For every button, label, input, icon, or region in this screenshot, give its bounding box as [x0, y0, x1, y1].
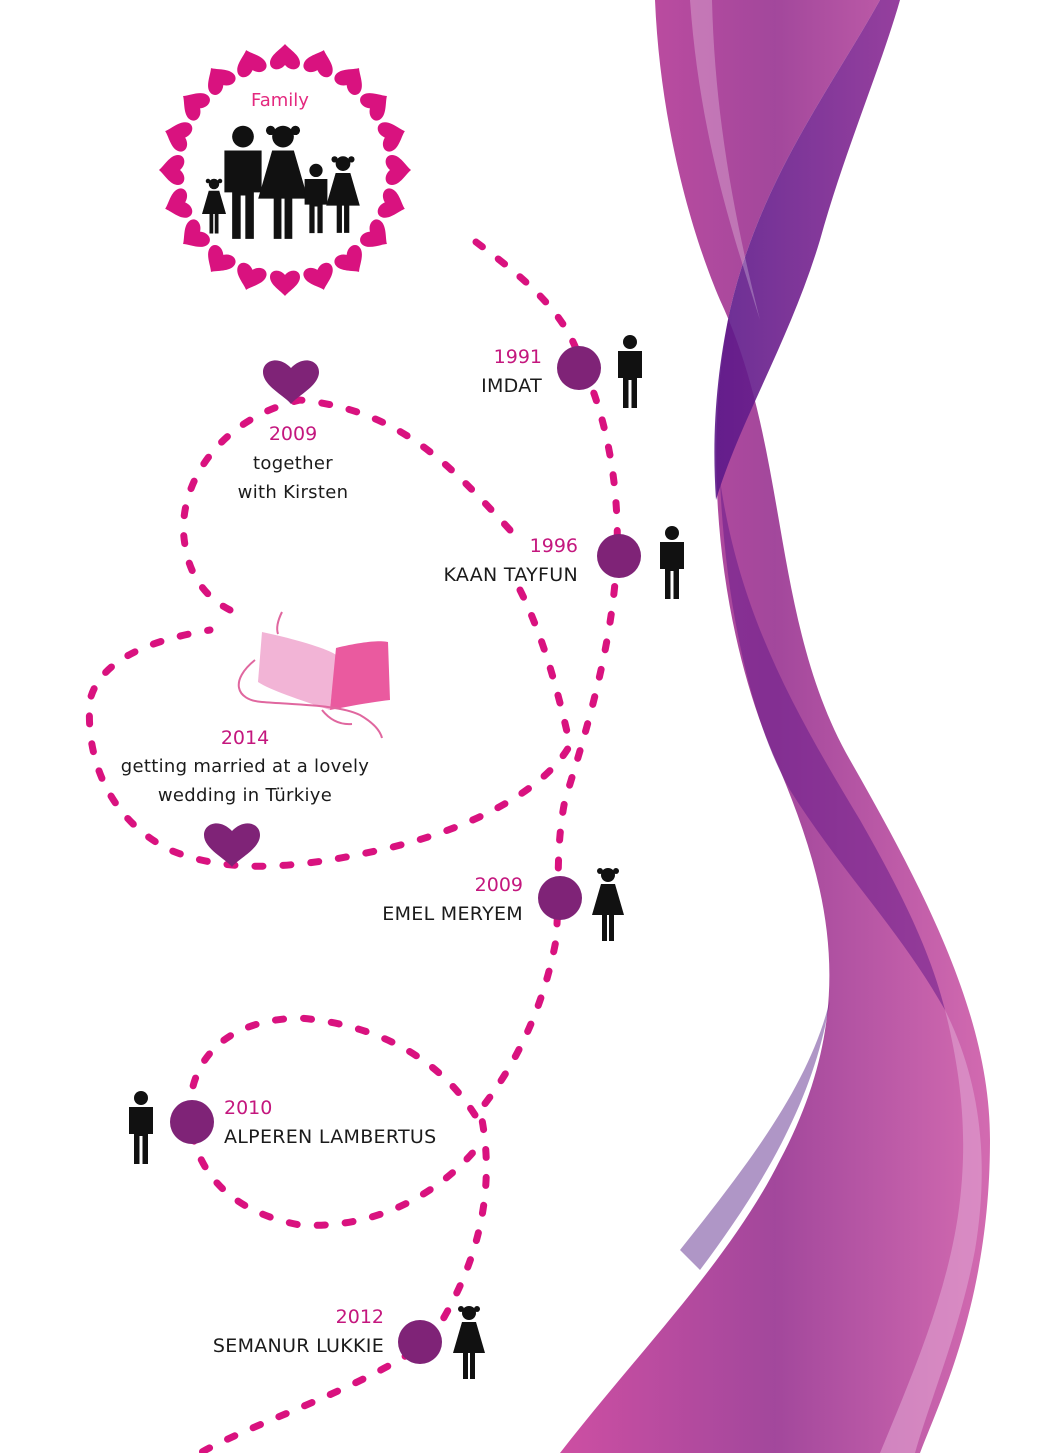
girl-icon: [453, 1306, 485, 1379]
event-label-line2: wedding in Türkiye: [157, 785, 333, 806]
event-label: SEMANUR LUKKIE: [212, 1335, 384, 1357]
heart-icon: [263, 360, 319, 404]
boy-icon: [618, 335, 642, 408]
badge-petal: [301, 45, 339, 79]
badge-petal: [301, 261, 339, 295]
event-label-line2: with Kirsten: [237, 482, 349, 503]
badge-petal: [160, 116, 194, 154]
node-emel: [538, 876, 582, 920]
badge-petal: [160, 186, 194, 224]
family-badge: [159, 44, 411, 296]
event-label: ALPEREN LAMBERTUS: [224, 1126, 437, 1148]
wedding-ribbon-icon: [237, 611, 390, 739]
badge-petal: [376, 186, 410, 224]
path-kirsten-loop: [180, 396, 514, 614]
event-label: KAAN TAYFUN: [443, 564, 578, 586]
event-year: 2009: [474, 874, 523, 896]
boy-icon: [129, 1091, 153, 1164]
node-alperen: [170, 1100, 214, 1144]
node-semanur: [398, 1320, 442, 1364]
girl-icon: [592, 868, 624, 941]
badge-petal: [385, 155, 411, 185]
badge-petal: [270, 270, 300, 296]
path-wedding-loop: [85, 586, 574, 870]
node-imdat: [557, 346, 601, 390]
badge-petal: [231, 261, 269, 295]
event-year: 2012: [335, 1306, 384, 1328]
heart-icon: [204, 823, 260, 867]
event-year: 2010: [224, 1097, 273, 1119]
event-label-line1: getting married at a lovely: [120, 756, 370, 777]
badge-petal: [159, 155, 185, 185]
event-year: 2014: [220, 727, 270, 749]
badge-petal: [270, 44, 300, 70]
badge-petal: [231, 45, 269, 79]
badge-petal: [376, 116, 410, 154]
event-label: IMDAT: [481, 375, 542, 397]
family-badge-label: Family: [251, 90, 309, 111]
boy-icon: [660, 526, 684, 599]
event-year: 1991: [493, 346, 542, 368]
node-kaan: [597, 534, 641, 578]
event-year: 2009: [268, 423, 318, 445]
event-label: EMEL MERYEM: [382, 903, 523, 925]
event-label-line1: together: [253, 453, 333, 474]
event-year: 1996: [529, 535, 578, 557]
